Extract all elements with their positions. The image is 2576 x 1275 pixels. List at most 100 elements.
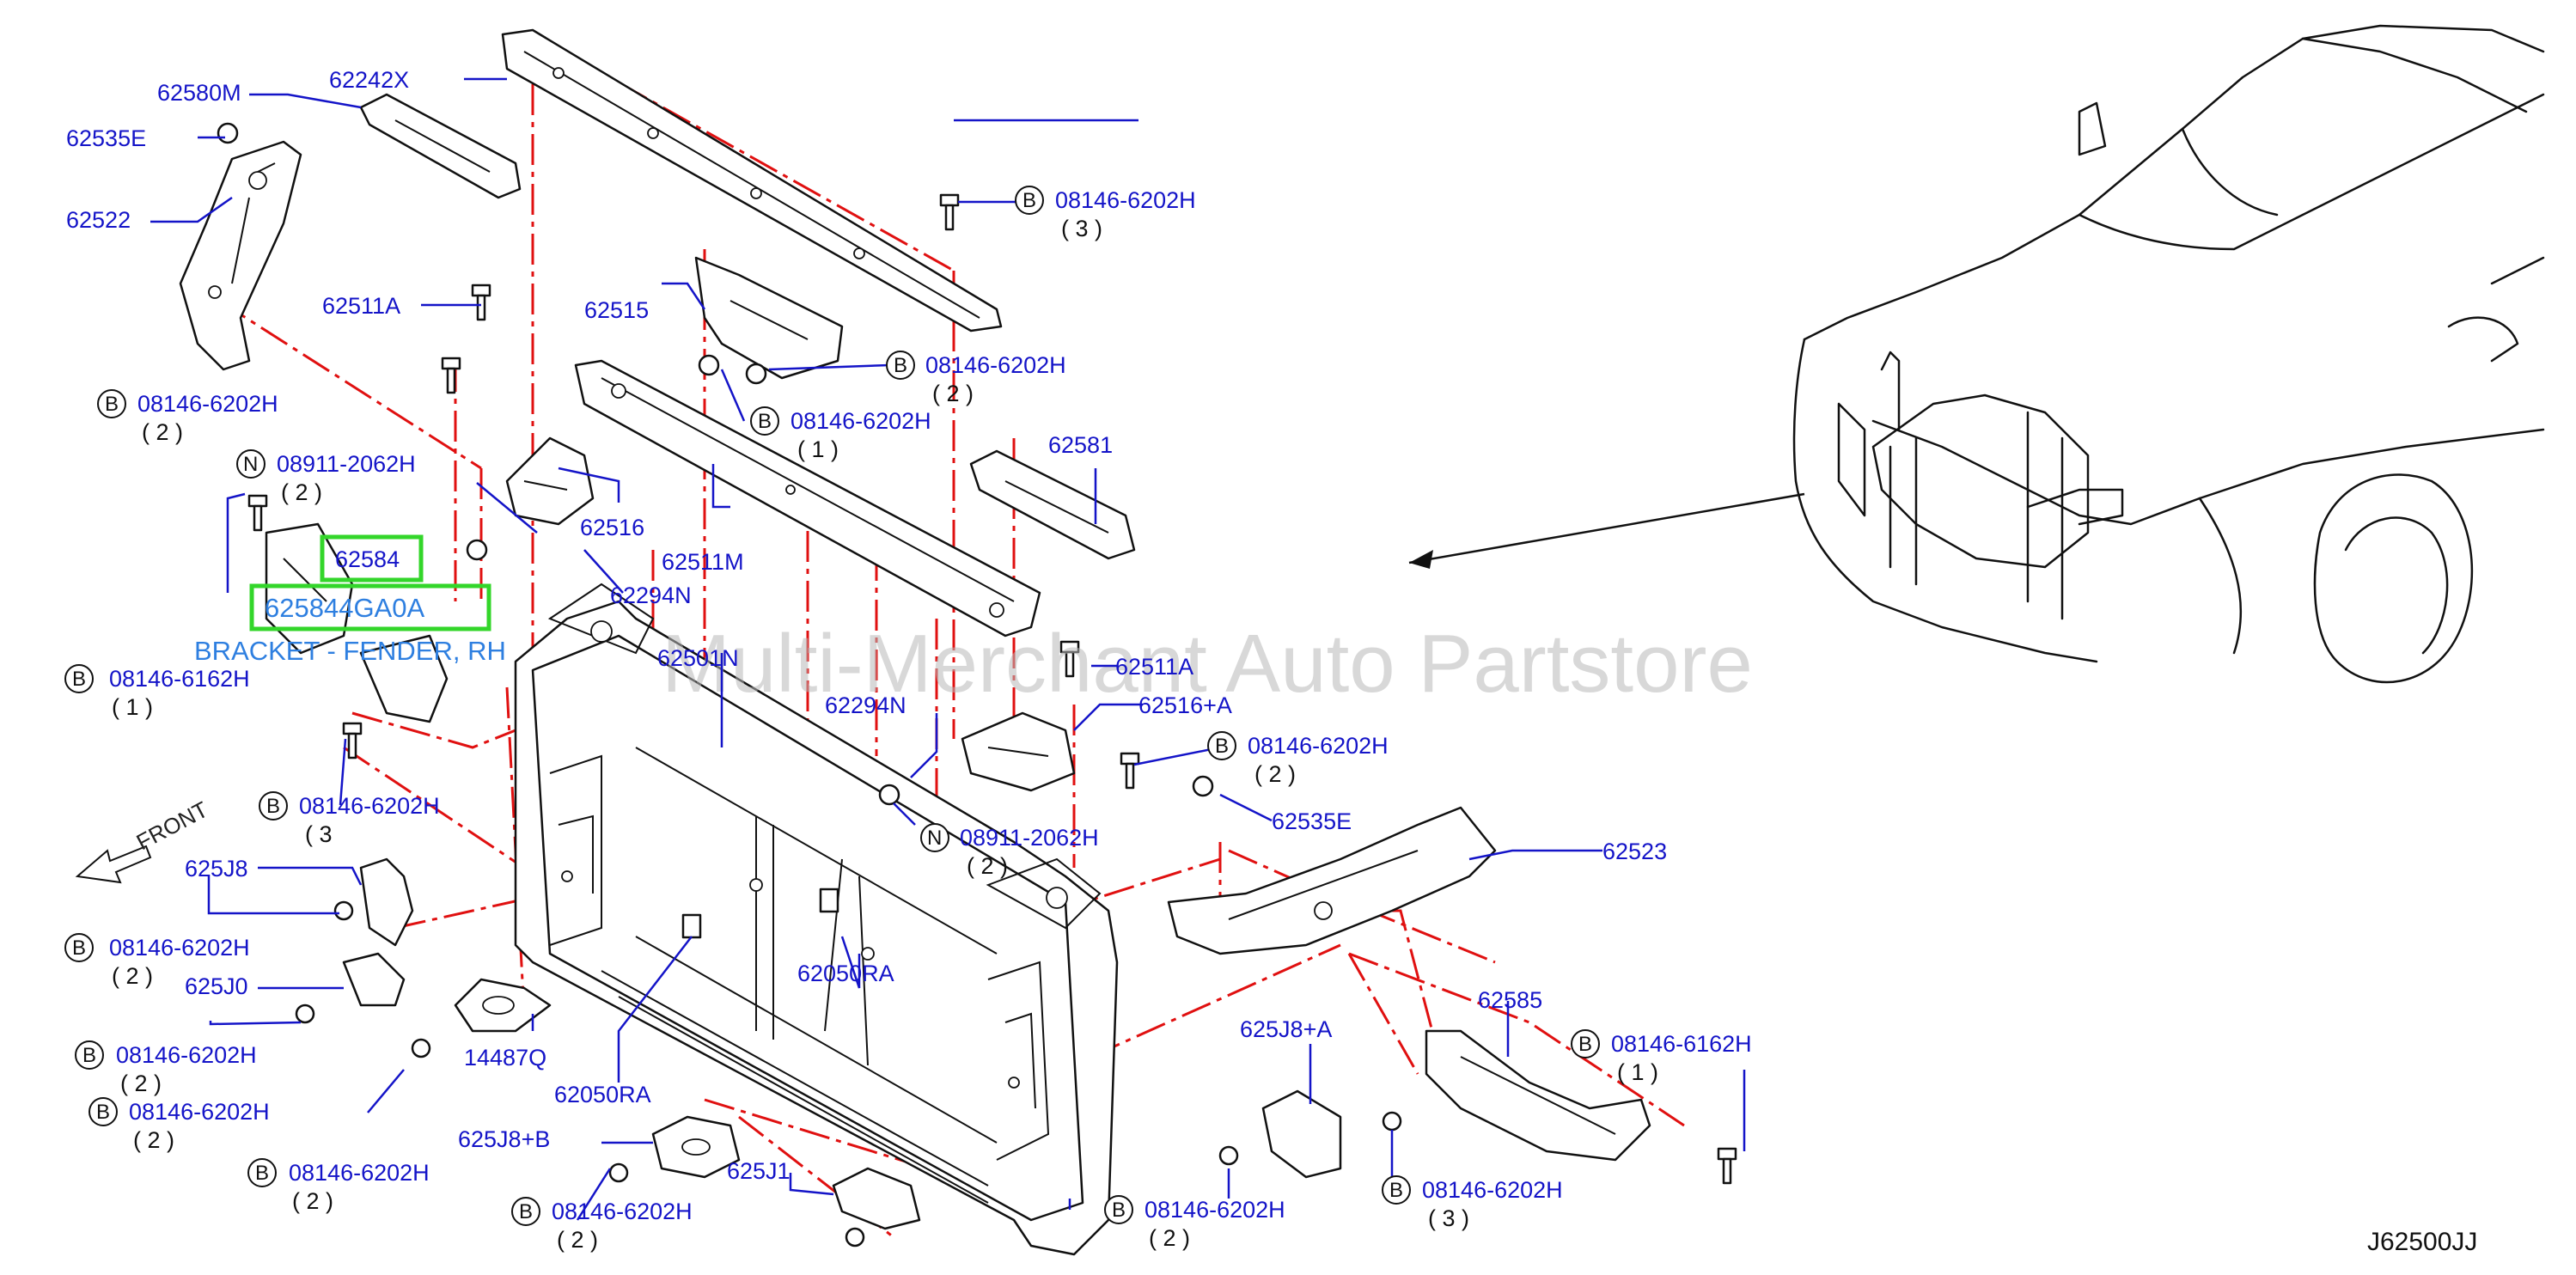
watermark-text: Multi-Merchant Auto Partstore (662, 618, 1753, 710)
callout-4-letter: B (105, 393, 119, 416)
label-62585: 62585 (1478, 987, 1542, 1013)
top-cover-bar (501, 28, 1003, 332)
callout-11-code: 08146-6202H (116, 1042, 257, 1068)
label-62511A-top: 62511A (322, 293, 400, 319)
callout-1-code: 08146-6202H (1055, 187, 1196, 213)
callout-4: B 08146-6202H ( 2 ) (97, 389, 278, 445)
callout-6: B 08146-6162H ( 1 ) (64, 664, 250, 720)
part-625J8A-shape (1261, 1089, 1342, 1179)
callout-13-letter: B (255, 1162, 269, 1185)
pointer-arrow-line (1408, 492, 1805, 564)
label-62523: 62523 (1602, 839, 1667, 864)
label-62516: 62516 (580, 515, 644, 540)
label-62522: 62522 (66, 207, 131, 233)
callout-7-qty: ( 2 ) (1254, 761, 1296, 787)
label-14487Q: 14487Q (464, 1045, 546, 1071)
callout-10-letter: B (72, 936, 86, 960)
callout-11-letter: B (82, 1044, 96, 1067)
label-62516A: 62516+A (1138, 692, 1232, 718)
part-62516-shape (505, 436, 595, 526)
label-62050RA-mid: 62050RA (797, 961, 894, 986)
oem-code-label: 625844GA0A (265, 593, 424, 623)
label-62294N-left: 62294N (610, 583, 692, 608)
callout-17-letter: B (1389, 1179, 1403, 1202)
car-illustration (1792, 24, 2545, 684)
callout-12-qty: ( 2 ) (133, 1127, 174, 1153)
part-62585-shape (1425, 1029, 1651, 1162)
callout-13-qty: ( 2 ) (292, 1188, 333, 1214)
callout-16-qty: ( 1 ) (1617, 1059, 1658, 1085)
bolt-icons (217, 122, 1737, 1248)
callout-11-qty: ( 2 ) (120, 1071, 162, 1096)
label-625J8A: 625J8+A (1240, 1016, 1332, 1042)
label-62294N-mid: 62294N (825, 692, 906, 718)
callout-3: B 08146-6202H ( 1 ) (750, 406, 931, 462)
callout-5-code: 08911-2062H (277, 451, 416, 477)
part-625J8B-shape (651, 1115, 741, 1179)
label-62050RA-low: 62050RA (554, 1082, 651, 1107)
callout-4-code: 08146-6202H (137, 391, 278, 417)
callout-3-code: 08146-6202H (791, 408, 931, 434)
callout-2-letter: B (894, 354, 907, 377)
part-description-label: BRACKET - FENDER, RH (194, 636, 506, 666)
callout-14: B 08146-6202H ( 2 ) (511, 1197, 693, 1253)
callout-11: B 08146-6202H ( 2 ) (75, 1040, 257, 1096)
callout-9-letter: B (266, 795, 280, 818)
callout-17-code: 08146-6202H (1422, 1177, 1563, 1203)
callout-5-letter: N (243, 453, 258, 476)
diagram-id: J62500JJ (2367, 1228, 2477, 1256)
highlighted-part: 62584 625844GA0A BRACKET - FENDER, RH (194, 546, 506, 666)
part-62523-shape (1167, 806, 1497, 955)
callout-5: N 08911-2062H ( 2 ) (236, 449, 416, 505)
clip-62050RA-shapes (681, 888, 839, 939)
callout-2-qty: ( 2 ) (932, 381, 974, 406)
callout-7-letter: B (1215, 735, 1229, 758)
label-625J8: 625J8 (185, 856, 248, 882)
callout-15-letter: B (1112, 1199, 1126, 1222)
callout-16-letter: B (1578, 1033, 1592, 1056)
callout-3-qty: ( 1 ) (797, 436, 839, 462)
part-62581-shape (969, 449, 1136, 560)
callout-12-letter: B (96, 1101, 110, 1124)
callout-8-code: 08911-2062H (960, 825, 1099, 851)
part-625J8-shape (359, 857, 414, 947)
label-62515: 62515 (584, 297, 649, 323)
label-625J0: 625J0 (185, 973, 248, 999)
callout-9: B 08146-6202H ( 3 (259, 791, 440, 847)
callout-17-qty: ( 3 ) (1428, 1205, 1469, 1231)
callout-16: B 08146-6162H ( 1 ) (1571, 1029, 1752, 1085)
part-62516A-shape (961, 711, 1076, 792)
callout-5-qty: ( 2 ) (281, 479, 322, 505)
callout-13-code: 08146-6202H (289, 1160, 430, 1186)
label-62511A-mid: 62511A (1115, 654, 1193, 680)
callout-17: B 08146-6202H ( 3 ) (1382, 1175, 1563, 1231)
callout-15-code: 08146-6202H (1145, 1197, 1285, 1223)
part-14487Q-shape (454, 978, 552, 1033)
label-62242X: 62242X (329, 67, 409, 93)
radiator-core-support (514, 583, 1119, 1256)
part-62584-shape (265, 522, 449, 723)
label-625J1: 625J1 (727, 1158, 791, 1184)
label-62581: 62581 (1048, 432, 1113, 458)
label-62511M: 62511M (662, 549, 744, 575)
callout-12: B 08146-6202H ( 2 ) (89, 1097, 270, 1153)
callout-14-code: 08146-6202H (552, 1199, 693, 1224)
callout-6-qty: ( 1 ) (112, 694, 153, 720)
callout-1-letter: B (1022, 189, 1036, 212)
callout-1-qty: ( 3 ) (1061, 216, 1102, 241)
part-62515-shape (694, 256, 844, 380)
callout-9-qty: ( 3 (305, 821, 333, 847)
callout-2: B 08146-6202H ( 2 ) (886, 351, 1066, 406)
callout-6-code: 08146-6162H (109, 666, 250, 692)
highlight-box-part-number (320, 534, 424, 583)
callout-15-qty: ( 2 ) (1149, 1225, 1190, 1251)
front-label: FRONT (132, 796, 212, 856)
callout-9-code: 08146-6202H (299, 793, 440, 819)
part-62242X-shape (359, 93, 522, 199)
callout-12-code: 08146-6202H (129, 1099, 270, 1125)
callout-1: B 08146-6202H ( 3 ) (1015, 186, 1196, 241)
part-625J0-shape (342, 952, 406, 1007)
leader-lines (150, 77, 1746, 1221)
callout-3-letter: B (758, 410, 772, 433)
